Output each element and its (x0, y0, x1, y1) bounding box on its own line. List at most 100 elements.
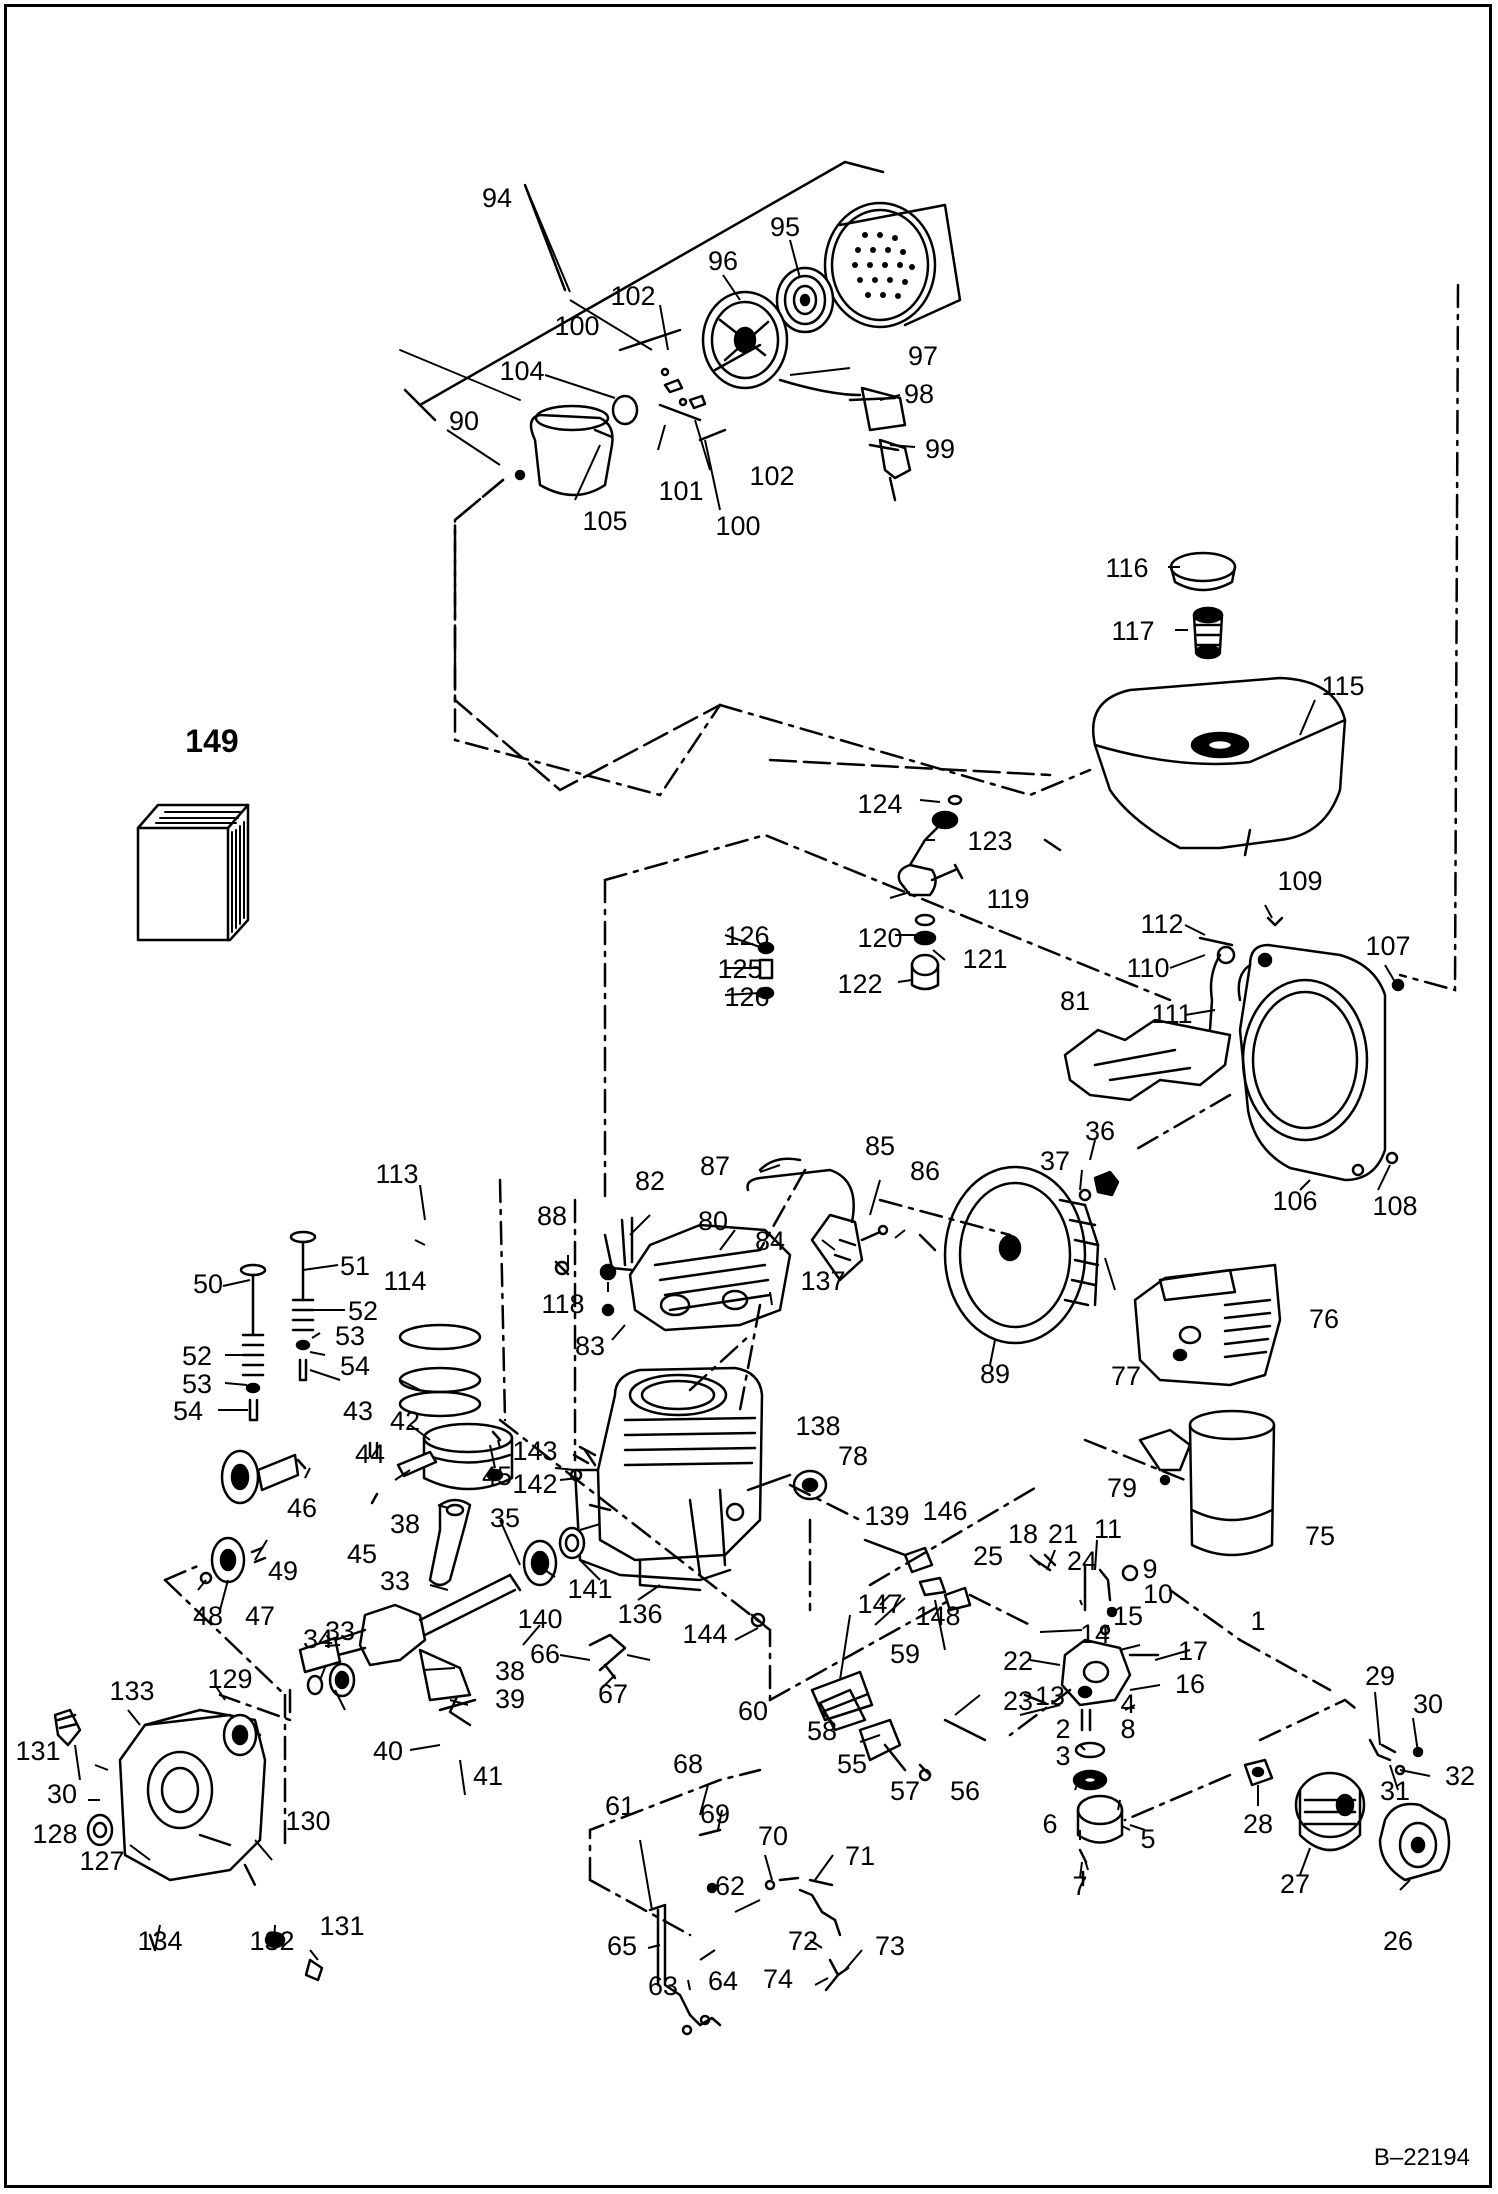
callout-131: 131 (15, 1736, 60, 1766)
block-plugs (746, 1469, 828, 1628)
muffler-cover (1133, 1263, 1282, 1387)
callout-112: 112 (1140, 909, 1183, 939)
callout-10: 10 (1143, 1579, 1173, 1609)
callout-90: 90 (449, 406, 479, 436)
callout-58: 58 (807, 1716, 837, 1746)
callout-138: 138 (795, 1411, 840, 1441)
callout-94: 94 (482, 183, 512, 213)
callout-105: 105 (582, 506, 627, 536)
callout-62: 62 (715, 1871, 745, 1901)
callout-111: 111 (1151, 999, 1192, 1029)
callout-35: 35 (490, 1503, 520, 1533)
callout-133: 133 (109, 1676, 154, 1706)
fan-baffle (1063, 1018, 1232, 1102)
air-cleaner-gasket (1243, 1758, 1274, 1787)
callout-45: 45 (482, 1461, 512, 1491)
callout-28: 28 (1243, 1809, 1273, 1839)
callout-23: 23 (1003, 1686, 1033, 1716)
fuel-tank (1091, 676, 1347, 857)
flywheel (943, 1165, 1100, 1345)
callout-79: 79 (1107, 1473, 1137, 1503)
callout-96: 96 (708, 246, 738, 276)
throttle-levers (698, 1828, 850, 1992)
callout-55: 55 (837, 1749, 867, 1779)
callout-147: 147 (857, 1589, 902, 1619)
callout-47: 47 (245, 1601, 275, 1631)
callout-75: 75 (1305, 1521, 1335, 1551)
callout-89: 89 (980, 1359, 1010, 1389)
governor-gear (199, 1536, 267, 1585)
callout-125: 125 (717, 954, 762, 984)
callout-34: 34 (303, 1624, 333, 1654)
callout-141: 141 (567, 1574, 612, 1604)
callout-128: 128 (32, 1819, 77, 1849)
callout-68: 68 (673, 1749, 703, 1779)
callout-136: 136 (617, 1599, 662, 1629)
callout-122: 122 (837, 969, 882, 999)
callout-84: 84 (755, 1226, 785, 1256)
callout-15: 15 (1113, 1601, 1143, 1631)
callout-30b: 30 (47, 1779, 77, 1809)
callout-114: 114 (383, 1266, 426, 1296)
callout-27: 27 (1280, 1869, 1310, 1899)
callout-107: 107 (1365, 931, 1410, 961)
callout-53: 53 (335, 1321, 365, 1351)
callout-117: 117 (1111, 616, 1154, 646)
callout-126b: 126 (724, 982, 769, 1012)
tappet-lifters (368, 1441, 597, 1467)
starter-pawls (660, 367, 707, 410)
callout-37: 37 (1040, 1146, 1070, 1176)
starter-pulley (514, 394, 639, 497)
decal-block (136, 803, 250, 942)
piston-pin (370, 1430, 502, 1505)
callout-101: 101 (658, 476, 703, 506)
callout-50: 50 (193, 1269, 223, 1299)
callout-49: 49 (268, 1556, 298, 1586)
callout-33b: 33 (325, 1616, 355, 1646)
callout-30: 30 (1413, 1689, 1443, 1719)
callout-73: 73 (875, 1931, 905, 1961)
callout-24: 24 (1067, 1546, 1097, 1576)
callout-22: 22 (1003, 1646, 1033, 1676)
callout-100b: 100 (715, 511, 760, 541)
callout-40: 40 (373, 1736, 403, 1766)
callout-134: 134 (137, 1926, 182, 1956)
fuel-cap (1169, 551, 1237, 592)
callout-81: 81 (1060, 986, 1090, 1016)
callout-5: 5 (1140, 1824, 1155, 1854)
callout-64: 64 (708, 1966, 738, 1996)
callout-102b: 102 (749, 461, 794, 491)
callout-51: 51 (340, 1251, 370, 1281)
callout-2: 2 (1055, 1714, 1070, 1744)
callout-121: 121 (962, 944, 1007, 974)
callout-118: 118 (541, 1289, 584, 1319)
callout-66: 66 (530, 1639, 560, 1669)
callout-127: 127 (79, 1846, 124, 1876)
callout-4: 4 (1120, 1689, 1135, 1719)
callout-120: 120 (857, 923, 902, 953)
callout-95: 95 (770, 212, 800, 242)
callout-124: 124 (857, 789, 902, 819)
callout-45b: 45 (347, 1539, 377, 1569)
callout-87: 87 (700, 1151, 730, 1181)
callout-65: 65 (607, 1931, 637, 1961)
callout-116: 116 (1105, 553, 1148, 583)
callout-148: 148 (915, 1601, 960, 1631)
cylinder-head (599, 1223, 792, 1332)
crankshaft (298, 1573, 522, 1702)
air-cleaner-bolts (1368, 1738, 1424, 1776)
intake-exhaust-valves (239, 1230, 317, 1422)
callout-132: 132 (249, 1926, 294, 1956)
callout-6: 6 (1042, 1809, 1057, 1839)
callout-140: 140 (517, 1604, 562, 1634)
callout-109: 109 (1277, 866, 1322, 896)
callout-26: 26 (1383, 1926, 1413, 1956)
callout-129: 129 (207, 1664, 252, 1694)
governor-lever (648, 1903, 722, 2036)
callout-86: 86 (910, 1156, 940, 1186)
callout-99: 99 (925, 434, 955, 464)
callout-143: 143 (512, 1436, 557, 1466)
callout-17: 17 (1178, 1636, 1208, 1666)
air-cleaner-cover (1378, 1802, 1451, 1882)
callout-104: 104 (499, 356, 544, 386)
